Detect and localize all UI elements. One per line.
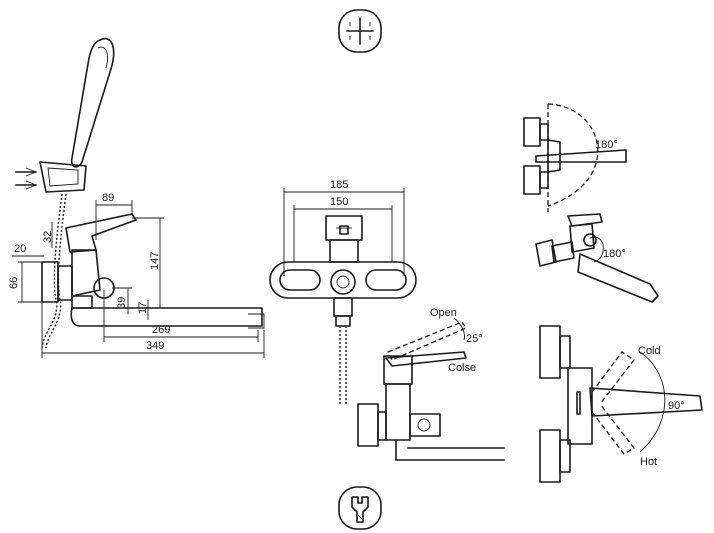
dimension-89: 89 <box>102 192 114 204</box>
swivel-top-view: 180° <box>523 103 627 212</box>
angle-180-bottom: 180° <box>603 248 626 260</box>
dimension-32: 32 <box>42 231 54 243</box>
front-elevation-view: 185 150 <box>269 179 417 404</box>
label-open: Open <box>430 307 457 319</box>
hot-cold-rotation-view: Cold 90° Hot <box>539 325 703 483</box>
dimension-147: 147 <box>149 252 161 270</box>
dimension-17: 17 <box>137 302 149 314</box>
lever-open-close-view: Open 25° Colse <box>357 307 505 461</box>
label-close: Colse <box>448 362 476 374</box>
angle-180-top: 180° <box>595 139 618 151</box>
dimension-269: 269 <box>152 324 170 336</box>
side-elevation-view: 89 32 20 66 147 39 17 269 349 <box>8 37 265 358</box>
swivel-isometric-view: 180° <box>535 213 659 303</box>
angle-25: 25° <box>466 333 483 345</box>
label-cold: Cold <box>638 345 661 357</box>
angle-90: 90° <box>668 400 685 412</box>
dimension-185: 185 <box>330 179 348 191</box>
dimension-150: 150 <box>330 196 348 208</box>
dimension-349: 349 <box>146 340 164 352</box>
label-hot: Hot <box>640 456 657 468</box>
dimension-20: 20 <box>14 243 26 255</box>
wrench-icon <box>338 486 382 530</box>
dimension-39: 39 <box>116 297 128 309</box>
dimension-66: 66 <box>8 277 20 289</box>
crosshair-installation-icon <box>338 9 382 53</box>
